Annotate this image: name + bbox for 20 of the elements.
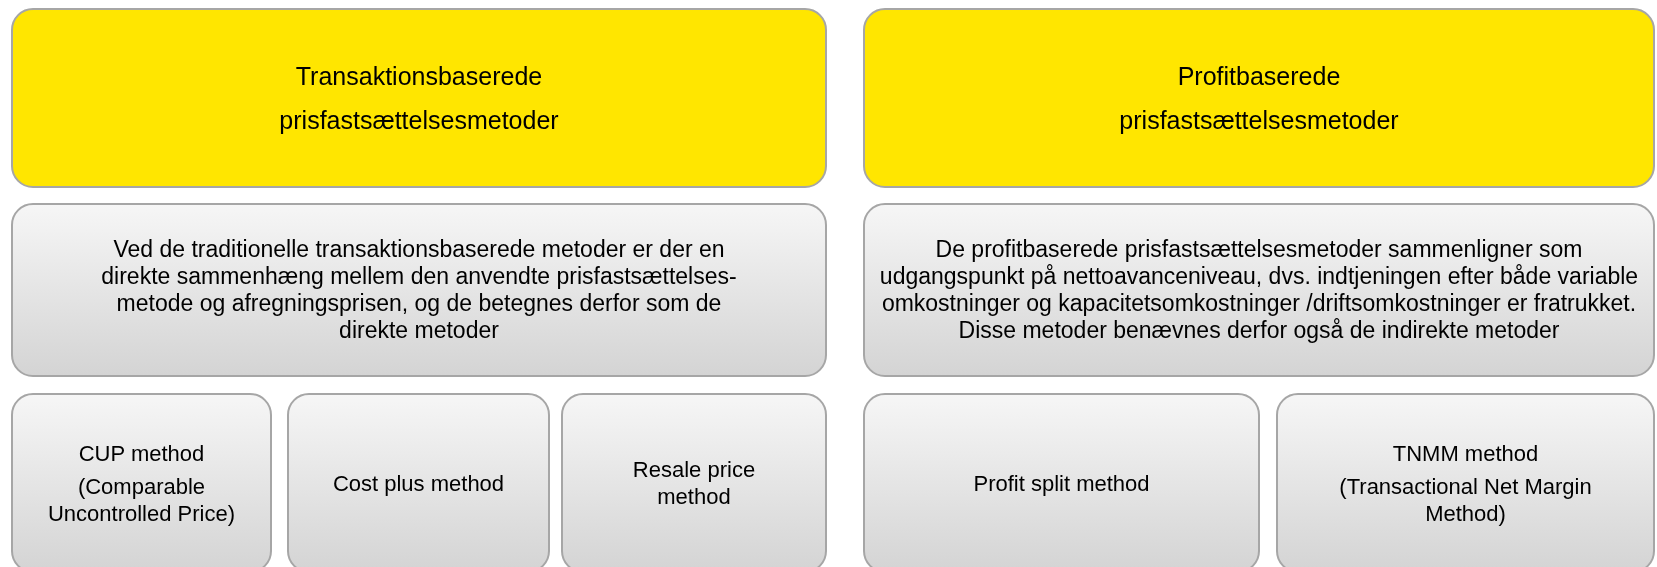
box-text: TNMM method xyxy=(1392,439,1539,467)
box-text: Profitbaserede prisfastsættelsesmetoder xyxy=(1118,61,1400,136)
box-text: CUP method xyxy=(78,439,205,467)
box-text: Resale price method xyxy=(631,456,757,510)
description-panel xyxy=(863,203,1655,377)
category-header xyxy=(11,8,827,188)
box-text: Cost plus method xyxy=(332,469,505,497)
box-subtext: (Comparable Uncontrolled Price) xyxy=(46,472,237,527)
box-text: De profitbaserede prisfastsættelsesmetoder sammenligner som udgangspunkt på nettoavanceniveau, dvs. indtjeningen efter både variable omkostninger og kapacitetsomkostninger /driftsomkostninger er fratrukket. Disse metoder benævnes derfor også de indirekte metoder xyxy=(878,236,1640,344)
box-text: Ved de traditionelle transaktionsbaserede metoder er der en direkte sammenhæng mellem den anvendte prisfastsættelses-metode og afregningsprisen, og de betegnes derfor som de direkte metoder xyxy=(100,236,738,344)
method-box xyxy=(287,393,550,567)
method-box xyxy=(561,393,827,567)
description-panel xyxy=(11,203,827,377)
category-header xyxy=(863,8,1655,188)
method-box xyxy=(1276,393,1655,567)
box-text: Profit split method xyxy=(973,469,1150,497)
method-box xyxy=(11,393,272,567)
box-text: Transaktionsbaserede prisfastsættelsesmetoder xyxy=(278,61,560,136)
method-box xyxy=(863,393,1260,567)
box-subtext: (Transactional Net Margin Method) xyxy=(1338,472,1593,527)
